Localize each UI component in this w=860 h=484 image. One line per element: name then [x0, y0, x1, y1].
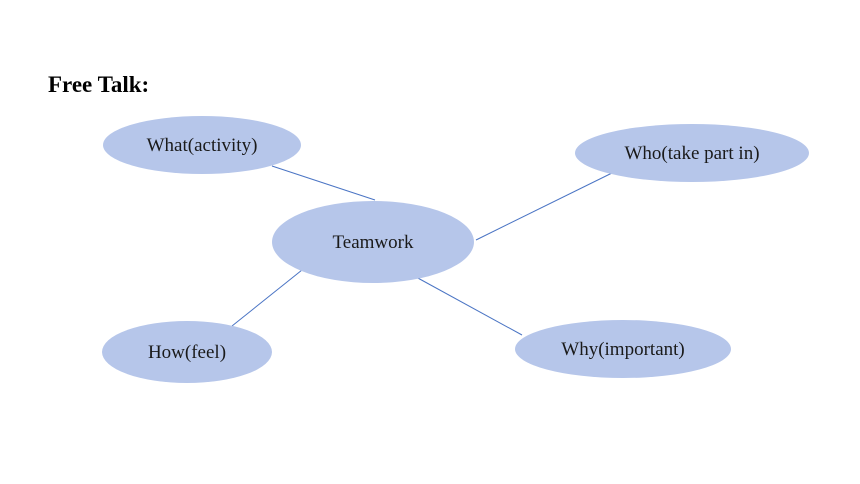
node-how-label: How(feel) [148, 342, 226, 363]
node-who: Who(take part in) [575, 124, 809, 182]
connector-how [231, 269, 303, 327]
connector-why [415, 276, 523, 336]
connector-what [271, 165, 376, 201]
node-what-label: What(activity) [147, 135, 258, 156]
slide-title: Free Talk: [48, 72, 150, 97]
node-who-label: Who(take part in) [624, 143, 759, 164]
node-why-label: Why(important) [561, 339, 684, 360]
center-node-teamwork: Teamwork [272, 201, 474, 283]
center-node-label: Teamwork [333, 232, 414, 253]
connector-who [475, 172, 613, 241]
node-how: How(feel) [102, 321, 272, 383]
node-what: What(activity) [103, 116, 301, 174]
node-why: Why(important) [515, 320, 731, 378]
